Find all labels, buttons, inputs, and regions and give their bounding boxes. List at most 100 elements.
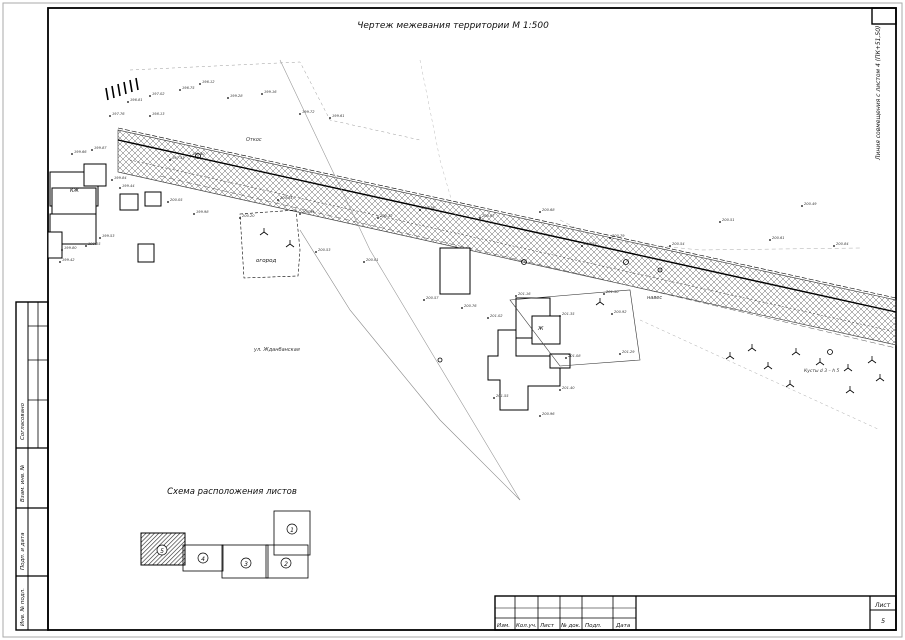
spot-height-label: 201.50 [606, 290, 619, 294]
spot-height-label: 200.20 [242, 214, 255, 218]
scheme-sheet-4 [182, 544, 224, 572]
spot-height-point [669, 245, 671, 247]
spot-height-point [769, 239, 771, 241]
spot-height-point [833, 245, 835, 247]
spot-height-point [299, 113, 301, 115]
spot-height-label: 200.54 [672, 242, 685, 246]
spot-height-point [149, 95, 151, 97]
spot-height-label: 200.05 [170, 198, 183, 202]
scheme-sheet-2 [265, 544, 309, 579]
survey-boundary-4 [559, 219, 861, 251]
survey-boundary-6 [639, 319, 881, 431]
svg-text:3: 3 [244, 561, 248, 568]
spot-height-point [85, 245, 87, 247]
building-cluster-left: КЖ [47, 163, 162, 263]
road-centerline [117, 139, 897, 313]
scheme-title: Схема расположения листов [167, 487, 297, 497]
stamp-col-list: Лист [539, 623, 555, 629]
spot-height-point [419, 209, 421, 211]
spot-height-point [515, 295, 517, 297]
spot-height-point [261, 93, 263, 95]
spot-height-label: 199.87 [94, 146, 107, 150]
garden-label: огород [256, 258, 276, 264]
stamp-col-sign: Подп. [585, 623, 602, 629]
canopy-label: навес [647, 295, 662, 301]
spot-height-point [239, 217, 241, 219]
stamp-sheet-label: Лист [874, 602, 891, 609]
svg-text:4: 4 [201, 556, 205, 563]
spot-height-label: 200.79 [612, 234, 625, 238]
spot-height-point [277, 199, 279, 201]
spot-height-point [611, 313, 613, 315]
street-label: ул. Жданбанская [253, 347, 300, 353]
survey-boundary-3 [299, 229, 521, 501]
spot-height-label: 200.76 [464, 304, 477, 308]
spot-height-point [603, 293, 605, 295]
spot-height-point [199, 83, 201, 85]
spot-height-point [619, 353, 621, 355]
road-edge-lower [129, 159, 897, 333]
spot-height-point [91, 149, 93, 151]
spot-height-label: 200.53 [318, 248, 331, 252]
spot-height-label: 201.55 [496, 394, 509, 398]
spot-height-label: 200.49 [804, 202, 817, 206]
spot-height-label: 201.08 [568, 354, 581, 358]
spot-height-label: 199.16 [264, 90, 277, 94]
stamp-col-doc: № док. [560, 623, 581, 629]
pole-markers [195, 153, 833, 363]
spot-height-label: 200.01 [366, 258, 379, 262]
spot-height-point [179, 89, 181, 91]
stamp-label-replace: Взам. инв. № [20, 464, 26, 502]
spot-height-label: 197.43 [172, 156, 185, 160]
spot-height-point [363, 261, 365, 263]
spot-height-point [99, 237, 101, 239]
bottom-stamp: Изм. Кол.уч. Лист № док. Подп. Дата Лист… [494, 595, 897, 631]
spot-height-label: 199.72 [302, 110, 315, 114]
spot-height-label: 200.67 [482, 214, 495, 218]
stamp-label-inv: Инв. № подл. [20, 588, 26, 626]
spot-height-label: 200.84 [836, 242, 849, 246]
spot-height-label: 200.76 [422, 206, 435, 210]
survey-boundary-5 [419, 59, 461, 231]
scheme-number-1: 1 [286, 523, 298, 535]
side-note: Линия совмещения с листом 4 (ПК+51,50) [875, 26, 882, 161]
garden-plot: огород [239, 209, 301, 279]
spot-height-label: 200.92 [614, 310, 627, 314]
road-edge-upper [117, 127, 897, 299]
spot-height-label: 196.81 [130, 98, 143, 102]
spot-height-point [581, 245, 583, 247]
survey-boundary-1 [129, 61, 421, 141]
building-cluster-center: Ж [439, 247, 641, 411]
spot-height-label: 201.02 [490, 314, 503, 318]
spot-height-point [565, 357, 567, 359]
spot-height-label: 201.29 [622, 350, 635, 354]
spot-height-label: 199.66 [74, 150, 87, 154]
spot-height-point [149, 115, 151, 117]
spot-height-point [119, 187, 121, 189]
spot-height-label: 199.61 [332, 114, 345, 118]
stamp-sheet-number: 5 [881, 617, 885, 625]
svg-text:2: 2 [284, 561, 288, 568]
slope-label: Откос [246, 137, 262, 143]
svg-text:1: 1 [290, 527, 294, 534]
spot-height-point [59, 261, 61, 263]
spot-height-point [479, 217, 481, 219]
spot-height-label: 200.85 [584, 242, 597, 246]
spot-height-point [801, 205, 803, 207]
svg-text:5: 5 [160, 548, 164, 555]
spot-height-point [109, 115, 111, 117]
spot-height-label: 196.12 [202, 80, 215, 84]
scheme-number-4: 4 [197, 552, 209, 564]
spot-height-label: 197.02 [152, 92, 165, 96]
scheme-sheet-3 [221, 544, 269, 579]
spot-height-point [539, 415, 541, 417]
spot-height-label: 199.40 [192, 152, 205, 156]
spot-height-point [487, 317, 489, 319]
spot-height-point [189, 155, 191, 157]
spot-height-label: 199.53 [102, 234, 115, 238]
spot-height-label: 200.51 [722, 218, 735, 222]
spot-height-label: 200.51 [302, 210, 315, 214]
corner-box [871, 7, 897, 25]
spot-height-point [609, 237, 611, 239]
